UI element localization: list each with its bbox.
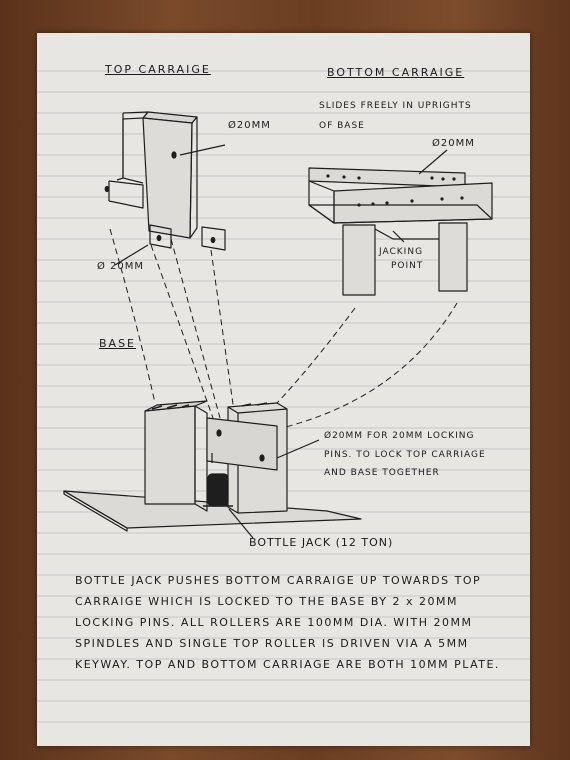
slides-note-line-1: SLIDES FREELY IN UPRIGHTS: [319, 101, 472, 111]
locking-note-line-3: AND BASE TOGETHER: [324, 468, 440, 478]
jacking-point-line-1: JACKING: [379, 247, 424, 257]
base-heading: BASE: [99, 337, 137, 350]
locking-note-line-1: Ø20MM FOR 20MM LOCKING: [324, 431, 475, 441]
notes-paragraph: BOTTLE JACK PUSHES BOTTOM CARRAIGE UP TO…: [75, 574, 500, 671]
slides-note-line-2: OF BASE: [319, 121, 365, 131]
lined-paper-sheet: TOP CARRAIGE BOTTOM CARRAIGE BASE Ø20MM …: [37, 33, 530, 746]
bottle-jack-label: BOTTLE JACK (12 TON): [249, 536, 394, 549]
top-carriage-sketch: [104, 111, 226, 266]
bottom-carriage-dimension: Ø20MM: [432, 138, 475, 149]
locking-note-line-2: PINS. TO LOCK TOP CARRIAGE: [324, 450, 486, 460]
bottle-jack-shape: [207, 473, 229, 507]
bottom-carriage-sketch: [308, 149, 493, 296]
jacking-point-line-2: POINT: [391, 261, 424, 271]
bottom-carriage-heading: BOTTOM CARRAIGE: [327, 66, 465, 79]
sketch-drawing: [63, 111, 493, 539]
projection-lines: [109, 228, 458, 432]
top-tab-dimension: Ø 20MM: [97, 261, 145, 272]
top-carriage-heading: TOP CARRAIGE: [105, 63, 211, 76]
base-sketch: [63, 400, 362, 539]
top-hole-dimension: Ø20MM: [228, 120, 271, 131]
